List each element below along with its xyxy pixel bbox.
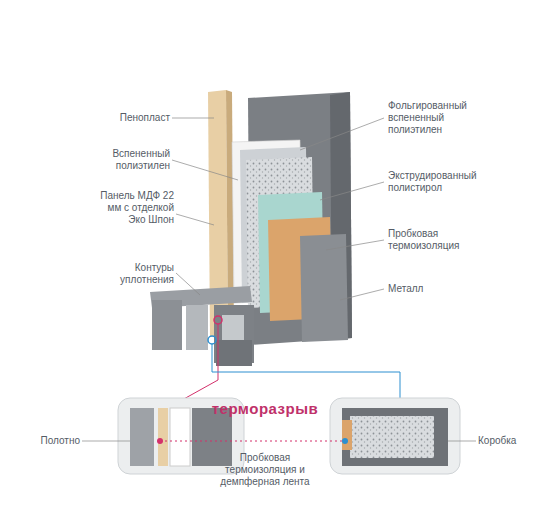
thermal-break-line <box>160 441 345 442</box>
part-label: Пробковая термоизоляция <box>388 228 483 252</box>
part-label: Контуры уплотнения <box>100 262 174 286</box>
part-label: Полотно <box>20 435 80 447</box>
zoom-fill <box>350 416 434 458</box>
leader-line <box>448 441 476 442</box>
zoom-cork <box>342 420 352 450</box>
zoom-frame <box>342 408 448 466</box>
zoom-box <box>330 398 460 474</box>
heading-label: терморазрыв <box>200 400 330 418</box>
metal-face <box>300 234 348 342</box>
part-label: Панель МДФ 22 мм с отделкой Эко Шпон <box>92 190 174 226</box>
zoom-profile <box>130 408 154 466</box>
part-label: Металл <box>388 283 483 295</box>
profile <box>152 300 182 350</box>
zoom-foam <box>170 408 190 466</box>
dot <box>342 438 348 444</box>
note-label: Пробковая термоизоляция и демпферная лен… <box>205 452 325 488</box>
zoom-marker <box>208 336 216 344</box>
part-label: Пенопласт <box>100 112 170 124</box>
metal-frame <box>248 92 352 345</box>
part-label: Экструдированный полистирол <box>388 170 483 194</box>
zoom-marker <box>214 316 222 324</box>
leader-line <box>82 441 130 442</box>
zoom-line <box>212 344 400 398</box>
part-label: Коробка <box>478 435 548 447</box>
part-label: Фольгированный вспененный полиэтилен <box>388 100 483 136</box>
profile <box>216 340 252 366</box>
zoom-cork <box>158 408 168 466</box>
profile <box>186 305 208 350</box>
zoom-line <box>182 324 218 400</box>
leader-lines <box>172 118 384 300</box>
dot <box>157 438 163 444</box>
part-label: Вспененный полиэтилен <box>100 148 170 172</box>
